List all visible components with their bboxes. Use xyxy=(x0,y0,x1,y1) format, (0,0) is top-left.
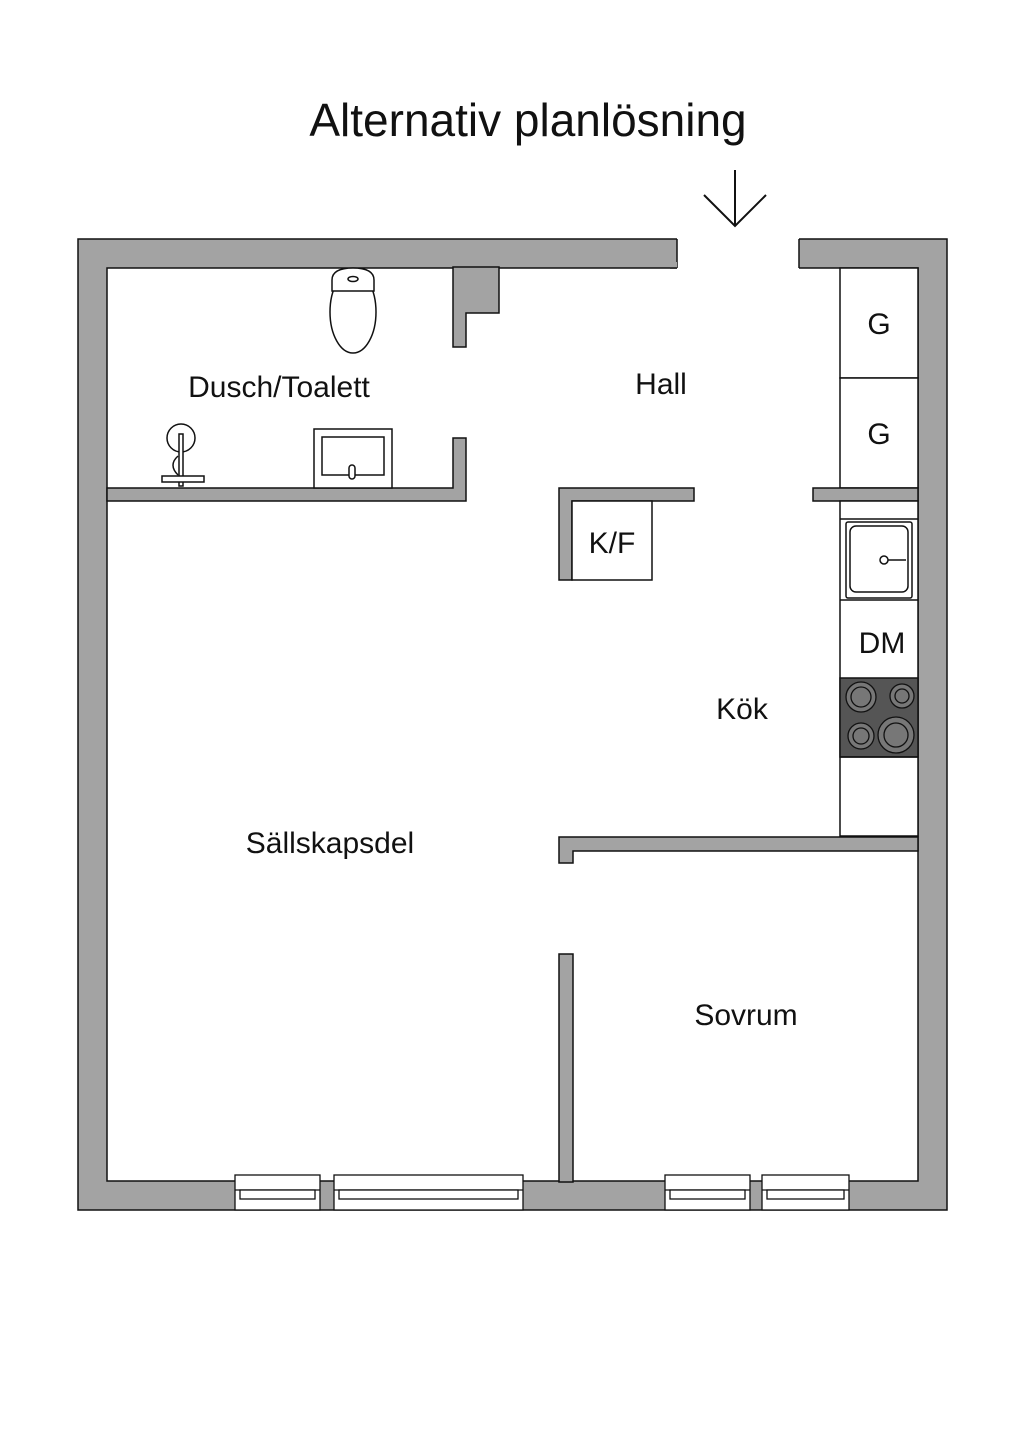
bathroom-wall-upper xyxy=(452,266,500,348)
window-1 xyxy=(234,1174,321,1211)
wardrobe-partition-wall xyxy=(812,487,919,502)
fridge-freezer-label: K/F xyxy=(589,527,636,560)
entrance-arrow-icon xyxy=(703,170,767,228)
shower-icon xyxy=(161,423,205,487)
window-4 xyxy=(761,1174,850,1211)
fridge-freezer xyxy=(571,500,653,581)
bedroom-wall-top xyxy=(558,836,919,864)
room-label-hall: Hall xyxy=(635,368,687,401)
entrance-door-opening xyxy=(677,237,799,270)
dishwasher-label: DM xyxy=(859,627,906,660)
wash-basin-icon xyxy=(313,428,393,489)
window-3 xyxy=(664,1174,751,1211)
window-2 xyxy=(333,1174,524,1211)
kitchen-sink-icon xyxy=(845,521,913,599)
toilet-icon xyxy=(329,267,377,354)
plan-title: Alternativ planlösning xyxy=(309,94,746,146)
stove-icon xyxy=(839,677,919,758)
interior-floor xyxy=(106,267,919,1182)
room-label-bathroom: Dusch/Toalett xyxy=(188,371,370,404)
bedroom-wall-side xyxy=(558,953,574,1183)
room-label-bedroom: Sovrum xyxy=(694,999,797,1032)
room-label-kitchen: Kök xyxy=(716,693,769,726)
wardrobe-2 xyxy=(839,377,919,489)
room-label-living: Sällskapsdel xyxy=(246,827,414,860)
bathroom-wall-lower xyxy=(106,437,467,502)
wardrobe-1 xyxy=(839,267,919,379)
wardrobe-2-label: G xyxy=(867,418,890,451)
wardrobe-1-label: G xyxy=(867,308,890,341)
